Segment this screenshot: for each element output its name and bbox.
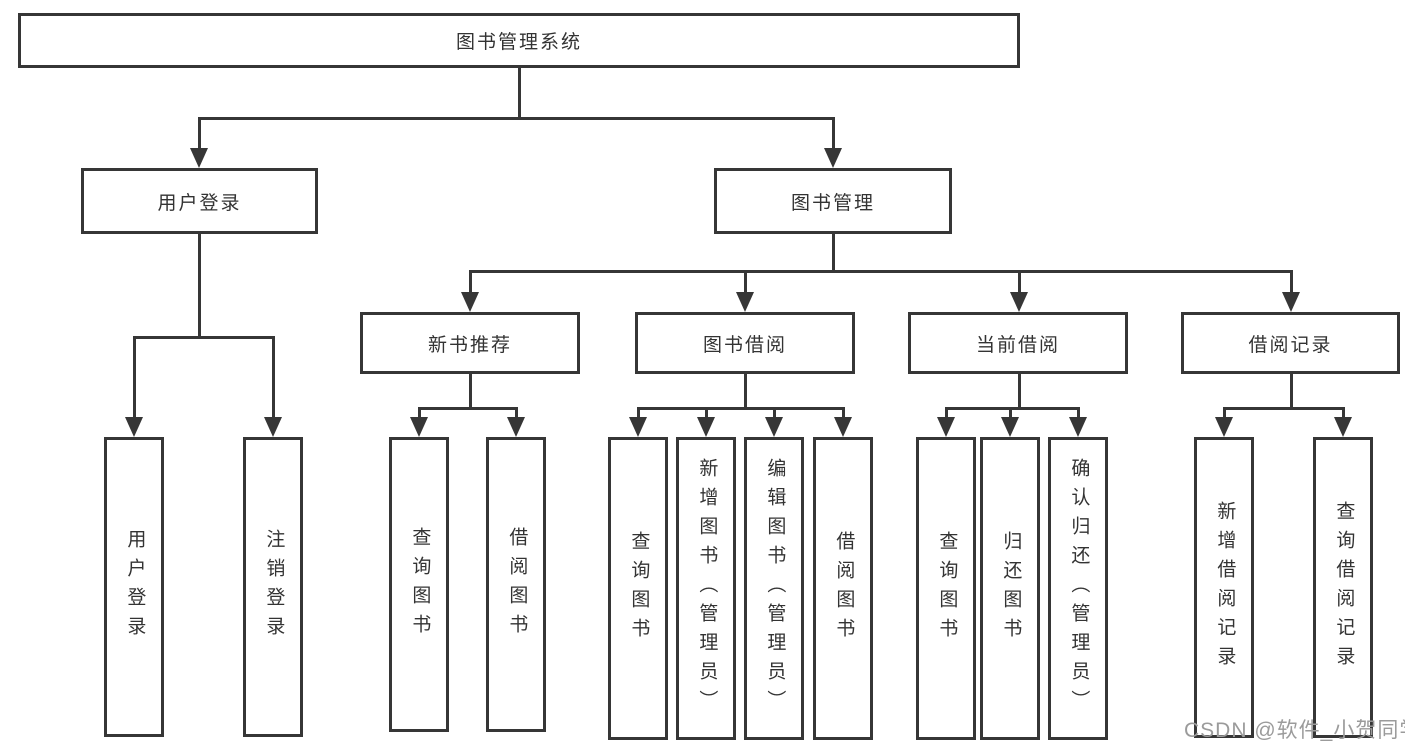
node-label: 新增图书（管理员） xyxy=(696,458,718,719)
connector-line xyxy=(469,270,1292,273)
connector-line xyxy=(842,407,845,421)
arrow-down-icon xyxy=(1010,292,1028,312)
connector-line xyxy=(418,407,518,410)
connector-line xyxy=(198,117,834,120)
arrow-down-icon xyxy=(190,148,208,168)
leaf-edit-books-admin: 编辑图书（管理员） xyxy=(744,437,804,740)
node-label: 确认归还（管理员） xyxy=(1068,458,1090,719)
connector-line xyxy=(515,407,518,421)
connector-line xyxy=(945,407,1079,410)
node-label: 注销登录 xyxy=(263,529,285,645)
connector-line xyxy=(272,336,275,421)
node-current-borrowing: 当前借阅 xyxy=(908,312,1128,374)
leaf-query-books-borrow: 查询图书 xyxy=(608,437,668,740)
arrow-down-icon xyxy=(1282,292,1300,312)
node-root-library-system: 图书管理系统 xyxy=(18,13,1020,68)
node-label: 当前借阅 xyxy=(975,334,1060,356)
connector-line xyxy=(1290,270,1293,296)
leaf-confirm-return-admin: 确认归还（管理员） xyxy=(1048,437,1108,740)
node-label: 借阅图书 xyxy=(833,530,855,647)
leaf-query-books-recommend: 查询图书 xyxy=(389,437,449,732)
arrow-down-icon xyxy=(629,417,647,437)
leaf-add-borrow-record: 新增借阅记录 xyxy=(1194,437,1254,738)
connector-line xyxy=(1018,270,1021,296)
arrow-down-icon xyxy=(736,292,754,312)
arrow-down-icon xyxy=(507,417,525,437)
leaf-query-books-current: 查询图书 xyxy=(916,437,976,740)
connector-line xyxy=(198,117,201,152)
leaf-query-borrow-record: 查询借阅记录 xyxy=(1313,437,1373,738)
arrow-down-icon xyxy=(824,148,842,168)
arrow-down-icon xyxy=(1215,417,1233,437)
connector-line xyxy=(744,270,747,296)
node-label: 归还图书 xyxy=(1000,530,1022,647)
node-borrowing-records: 借阅记录 xyxy=(1181,312,1400,374)
node-label: 查询图书 xyxy=(628,530,650,647)
node-label: 编辑图书（管理员） xyxy=(764,458,786,719)
node-label: 新增借阅记录 xyxy=(1214,500,1236,675)
connector-line xyxy=(518,66,521,119)
node-book-borrowing: 图书借阅 xyxy=(635,312,855,374)
node-label: 查询图书 xyxy=(409,526,431,643)
connector-line xyxy=(773,407,776,421)
leaf-user-login: 用户登录 xyxy=(104,437,164,737)
node-label: 图书借阅 xyxy=(702,334,787,356)
arrow-down-icon xyxy=(264,417,282,437)
connector-line xyxy=(945,407,948,421)
connector-line xyxy=(637,407,640,421)
arrow-down-icon xyxy=(410,417,428,437)
connector-line xyxy=(133,336,275,339)
connector-line xyxy=(1223,407,1226,421)
leaf-add-books-admin: 新增图书（管理员） xyxy=(676,437,736,740)
leaf-return-books: 归还图书 xyxy=(980,437,1040,740)
connector-line xyxy=(744,372,747,409)
arrow-down-icon xyxy=(1069,417,1087,437)
connector-line xyxy=(637,407,844,410)
node-new-book-recommendation: 新书推荐 xyxy=(360,312,580,374)
arrow-down-icon xyxy=(125,417,143,437)
connector-line xyxy=(1223,407,1344,410)
connector-line xyxy=(198,232,201,338)
connector-line xyxy=(1018,372,1021,409)
connector-line xyxy=(1342,407,1345,421)
leaf-borrow-books-recommend: 借阅图书 xyxy=(486,437,546,732)
arrow-down-icon xyxy=(461,292,479,312)
arrow-down-icon xyxy=(697,417,715,437)
connector-line xyxy=(1077,407,1080,421)
node-label: 借阅图书 xyxy=(506,526,528,643)
connector-line xyxy=(469,270,472,296)
node-label: 新书推荐 xyxy=(427,334,512,356)
arrow-down-icon xyxy=(1334,417,1352,437)
connector-line xyxy=(469,372,472,409)
node-label: 图书管理系统 xyxy=(455,32,582,53)
node-label: 用户登录 xyxy=(124,529,146,645)
connector-line xyxy=(1009,407,1012,421)
node-label: 查询借阅记录 xyxy=(1333,500,1355,675)
node-label: 用户登录 xyxy=(157,192,242,214)
arrow-down-icon xyxy=(1001,417,1019,437)
arrow-down-icon xyxy=(834,417,852,437)
node-user-login: 用户登录 xyxy=(81,168,318,234)
csdn-watermark: CSDN @软件_小贺同学 xyxy=(1184,719,1405,742)
connector-line xyxy=(418,407,421,421)
connector-line xyxy=(832,117,835,152)
node-label: 查询图书 xyxy=(936,530,958,647)
leaf-logout: 注销登录 xyxy=(243,437,303,737)
node-book-management: 图书管理 xyxy=(714,168,952,234)
arrow-down-icon xyxy=(937,417,955,437)
connector-line xyxy=(832,232,835,272)
node-label: 借阅记录 xyxy=(1248,334,1333,356)
node-label: 图书管理 xyxy=(790,192,875,214)
leaf-borrow-books: 借阅图书 xyxy=(813,437,873,740)
connector-line xyxy=(705,407,708,421)
connector-line xyxy=(1290,372,1293,409)
arrow-down-icon xyxy=(765,417,783,437)
connector-line xyxy=(133,336,136,421)
